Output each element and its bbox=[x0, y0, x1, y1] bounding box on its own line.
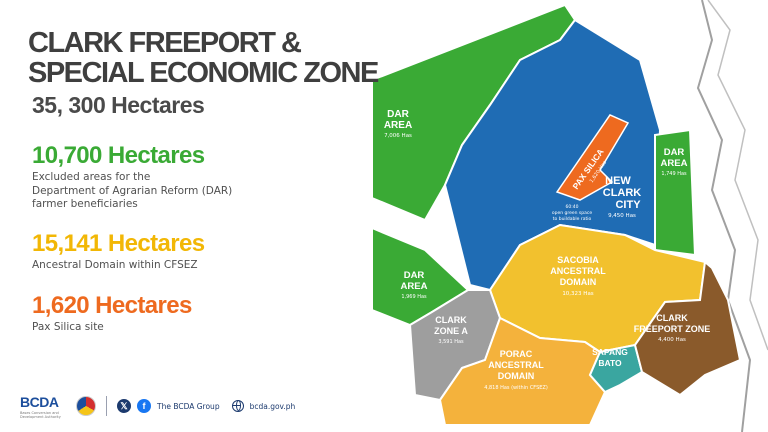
label-dar-east-1: DAR bbox=[664, 147, 685, 158]
label-sacobia-2: ANCESTRAL bbox=[550, 266, 606, 276]
label-porac-1: PORAC bbox=[500, 349, 533, 359]
stat-pax-desc: Pax Silica site bbox=[32, 321, 104, 333]
stat-ancestral-desc: Ancestral Domain within CFSEZ bbox=[32, 259, 198, 271]
label-porac-area: 4,818 Has (within CFSEZ) bbox=[484, 385, 548, 391]
label-zone-a-1: CLARK bbox=[435, 315, 467, 325]
label-dar-east-area: 1,749 Has bbox=[661, 171, 687, 177]
label-sacobia-3: DOMAIN bbox=[560, 277, 597, 287]
label-sapang-2: BATO bbox=[598, 358, 622, 368]
label-pax-note-3: to buildable ratio bbox=[553, 216, 592, 222]
title-line-2: SPECIAL ECONOMIC ZONE bbox=[28, 57, 379, 89]
label-zone-a-2: ZONE A bbox=[434, 326, 468, 336]
boundary-line-2 bbox=[707, 0, 768, 351]
label-dar-north-area: 7,006 Has bbox=[384, 133, 412, 139]
label-dar-west-area: 1,969 Has bbox=[401, 294, 427, 300]
bcda-subtitle: Bases Conversion and Development Authori… bbox=[20, 411, 61, 419]
stat-dar: 10,700 Hectares Excluded areas for the D… bbox=[32, 142, 232, 212]
info-panel: CLARK FREEPORT & SPECIAL ECONOMIC ZONE 3… bbox=[28, 0, 408, 432]
stat-dar-desc-2: Department of Agrarian Reform (DAR) bbox=[32, 184, 233, 197]
stat-dar-desc-1: Excluded areas for the bbox=[32, 171, 151, 183]
region-pax-silica[interactable] bbox=[555, 114, 630, 201]
label-zone-a-area: 3,591 Has bbox=[438, 339, 464, 345]
label-porac-2: ANCESTRAL bbox=[488, 360, 544, 370]
page-title: CLARK FREEPORT & SPECIAL ECONOMIC ZONE bbox=[28, 27, 379, 89]
label-cfz-area: 4,400 Has bbox=[658, 337, 686, 343]
label-cfz-1: CLARK bbox=[656, 313, 688, 323]
label-dar-west-2: AREA bbox=[401, 281, 428, 292]
bcda-wordmark: BCDA bbox=[20, 394, 59, 410]
label-cfz-2: FREEPORT ZONE bbox=[634, 324, 711, 334]
label-dar-north-1: DAR bbox=[387, 109, 409, 120]
label-dar-north-2: AREA bbox=[384, 120, 412, 131]
label-ncc-3: CITY bbox=[615, 199, 641, 211]
footer: BCDA Bases Conversion and Development Au… bbox=[20, 392, 295, 420]
stat-pax: 1,620 Hectares Pax Silica site bbox=[32, 292, 192, 335]
stat-dar-desc-3: farmer beneficiaries bbox=[32, 198, 138, 210]
stat-ancestral: 15,141 Hectares Ancestral Domain within … bbox=[32, 230, 205, 273]
label-pax-note-2: open green space bbox=[552, 210, 593, 216]
facebook-icon[interactable]: f bbox=[137, 399, 151, 413]
label-sapang-1: SAPANG bbox=[592, 347, 628, 357]
label-ncc-area: 9,450 Has bbox=[608, 213, 636, 219]
title-line-1: CLARK FREEPORT & bbox=[28, 27, 302, 59]
label-sacobia-area: 10,323 Has bbox=[562, 291, 593, 297]
x-icon[interactable]: 𝕏 bbox=[117, 399, 131, 413]
region-clark-freeport-zone[interactable] bbox=[633, 260, 742, 397]
label-sacobia-1: SACOBIA bbox=[557, 255, 599, 265]
bagong-pilipinas-seal-icon bbox=[76, 396, 96, 416]
region-dar-east[interactable] bbox=[654, 128, 697, 257]
label-ncc-2: CLARK bbox=[603, 187, 642, 199]
label-ncc-1: NEW bbox=[605, 175, 631, 187]
stat-ancestral-value: 15,141 Hectares bbox=[32, 230, 205, 257]
stat-dar-value: 10,700 Hectares bbox=[32, 142, 205, 169]
label-porac-3: DOMAIN bbox=[498, 371, 535, 381]
social-handle[interactable]: The BCDA Group bbox=[157, 401, 220, 411]
label-dar-east-2: AREA bbox=[661, 158, 688, 169]
boundary-line bbox=[696, 0, 752, 432]
label-dar-west-1: DAR bbox=[404, 270, 425, 281]
label-pax-note-1: 60:40 bbox=[566, 204, 579, 210]
globe-icon bbox=[231, 400, 244, 412]
website-link[interactable]: bcda.gov.ph bbox=[249, 401, 296, 411]
bcda-logo[interactable]: BCDA Bases Conversion and Development Au… bbox=[20, 392, 70, 420]
footer-divider bbox=[106, 396, 107, 416]
total-area: 35, 300 Hectares bbox=[32, 92, 205, 118]
stat-pax-value: 1,620 Hectares bbox=[32, 292, 192, 319]
